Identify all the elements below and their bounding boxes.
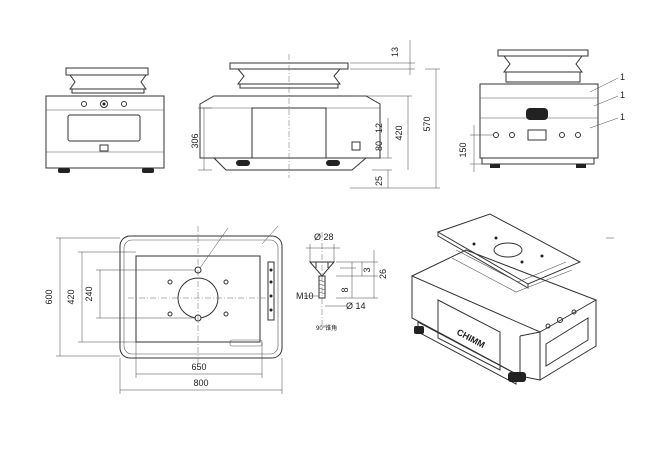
dim-240: 240	[84, 286, 94, 301]
side-wheel	[326, 160, 340, 166]
front-body	[45, 95, 165, 169]
iso-body-top	[410, 249, 598, 333]
dim-420: 420	[66, 289, 76, 304]
dim-150: 150	[458, 142, 468, 157]
iso-body-right	[539, 300, 597, 381]
dim-800: 800	[193, 378, 208, 388]
front-connector	[99, 144, 109, 152]
rear-callout-3: 1	[620, 112, 625, 122]
pin-cone-angle-note: 90°锥角	[316, 324, 337, 332]
top-view: 600 420 240 650 800	[44, 225, 283, 394]
side-connector	[351, 141, 361, 151]
front-top-plate	[65, 67, 149, 76]
rear-panel	[527, 129, 547, 141]
isometric-view: CHIMM	[410, 213, 614, 385]
side-view: 13 570 420 12 80 25 306	[190, 40, 440, 189]
dim-dia-28: Ø 28	[314, 232, 334, 242]
front-wheel	[58, 168, 70, 173]
side-body	[199, 95, 381, 159]
pin-shank	[318, 275, 326, 299]
front-wheel	[142, 168, 154, 173]
front-port	[121, 101, 127, 107]
dim-600: 600	[44, 289, 54, 304]
front-port	[81, 101, 87, 107]
rear-port	[575, 132, 581, 138]
rear-wheel	[490, 164, 500, 168]
rear-bellows-base	[505, 71, 581, 83]
dim-m10: M10	[296, 291, 314, 301]
rear-body	[479, 83, 599, 159]
iso-wheel	[414, 326, 424, 334]
iso-plate-hole	[493, 242, 523, 258]
dim-8: 8	[340, 287, 350, 292]
top-side-panel	[267, 261, 275, 321]
pin-cone	[308, 261, 336, 277]
rear-port	[559, 132, 565, 138]
rear-port	[509, 132, 515, 138]
front-bellows	[69, 74, 147, 90]
front-bellows-base	[71, 88, 145, 94]
rear-callout-2: 1	[620, 90, 625, 100]
rear-wheel	[576, 164, 586, 168]
pin-detail: Ø 28 8 3 26 M10 Ø 14 90°锥角	[296, 232, 388, 332]
rear-view: 1 1 1 150	[458, 49, 625, 172]
iso-wheel	[508, 372, 526, 382]
dim-3: 3	[362, 267, 372, 272]
iso-brand-label: CHIMM	[455, 327, 487, 350]
top-body-outline	[119, 235, 283, 359]
dim-dia-14: Ø 14	[346, 301, 366, 311]
rear-bellows	[503, 55, 583, 73]
dim-650: 650	[191, 362, 206, 372]
side-wheel	[236, 160, 250, 166]
iso-front-panel	[437, 299, 501, 371]
dim-306: 306	[190, 133, 200, 148]
rear-base	[481, 157, 595, 165]
rear-top-plate	[497, 49, 589, 57]
dim-25: 25	[374, 176, 384, 186]
dim-26: 26	[378, 269, 388, 279]
rear-display	[526, 108, 548, 120]
dim-420: 420	[394, 125, 404, 140]
dim-80: 80	[374, 141, 384, 151]
front-port	[100, 100, 108, 108]
iso-side-window	[545, 317, 589, 367]
front-view	[45, 67, 165, 173]
iso-body-left	[411, 276, 521, 377]
iso-top-plate	[436, 213, 582, 285]
rear-callout-1: 1	[620, 72, 625, 82]
rear-port	[493, 132, 499, 138]
dim-570: 570	[422, 116, 432, 131]
front-window	[67, 114, 141, 142]
dim-plate-thickness: 13	[390, 47, 400, 57]
dim-12: 12	[374, 123, 384, 133]
